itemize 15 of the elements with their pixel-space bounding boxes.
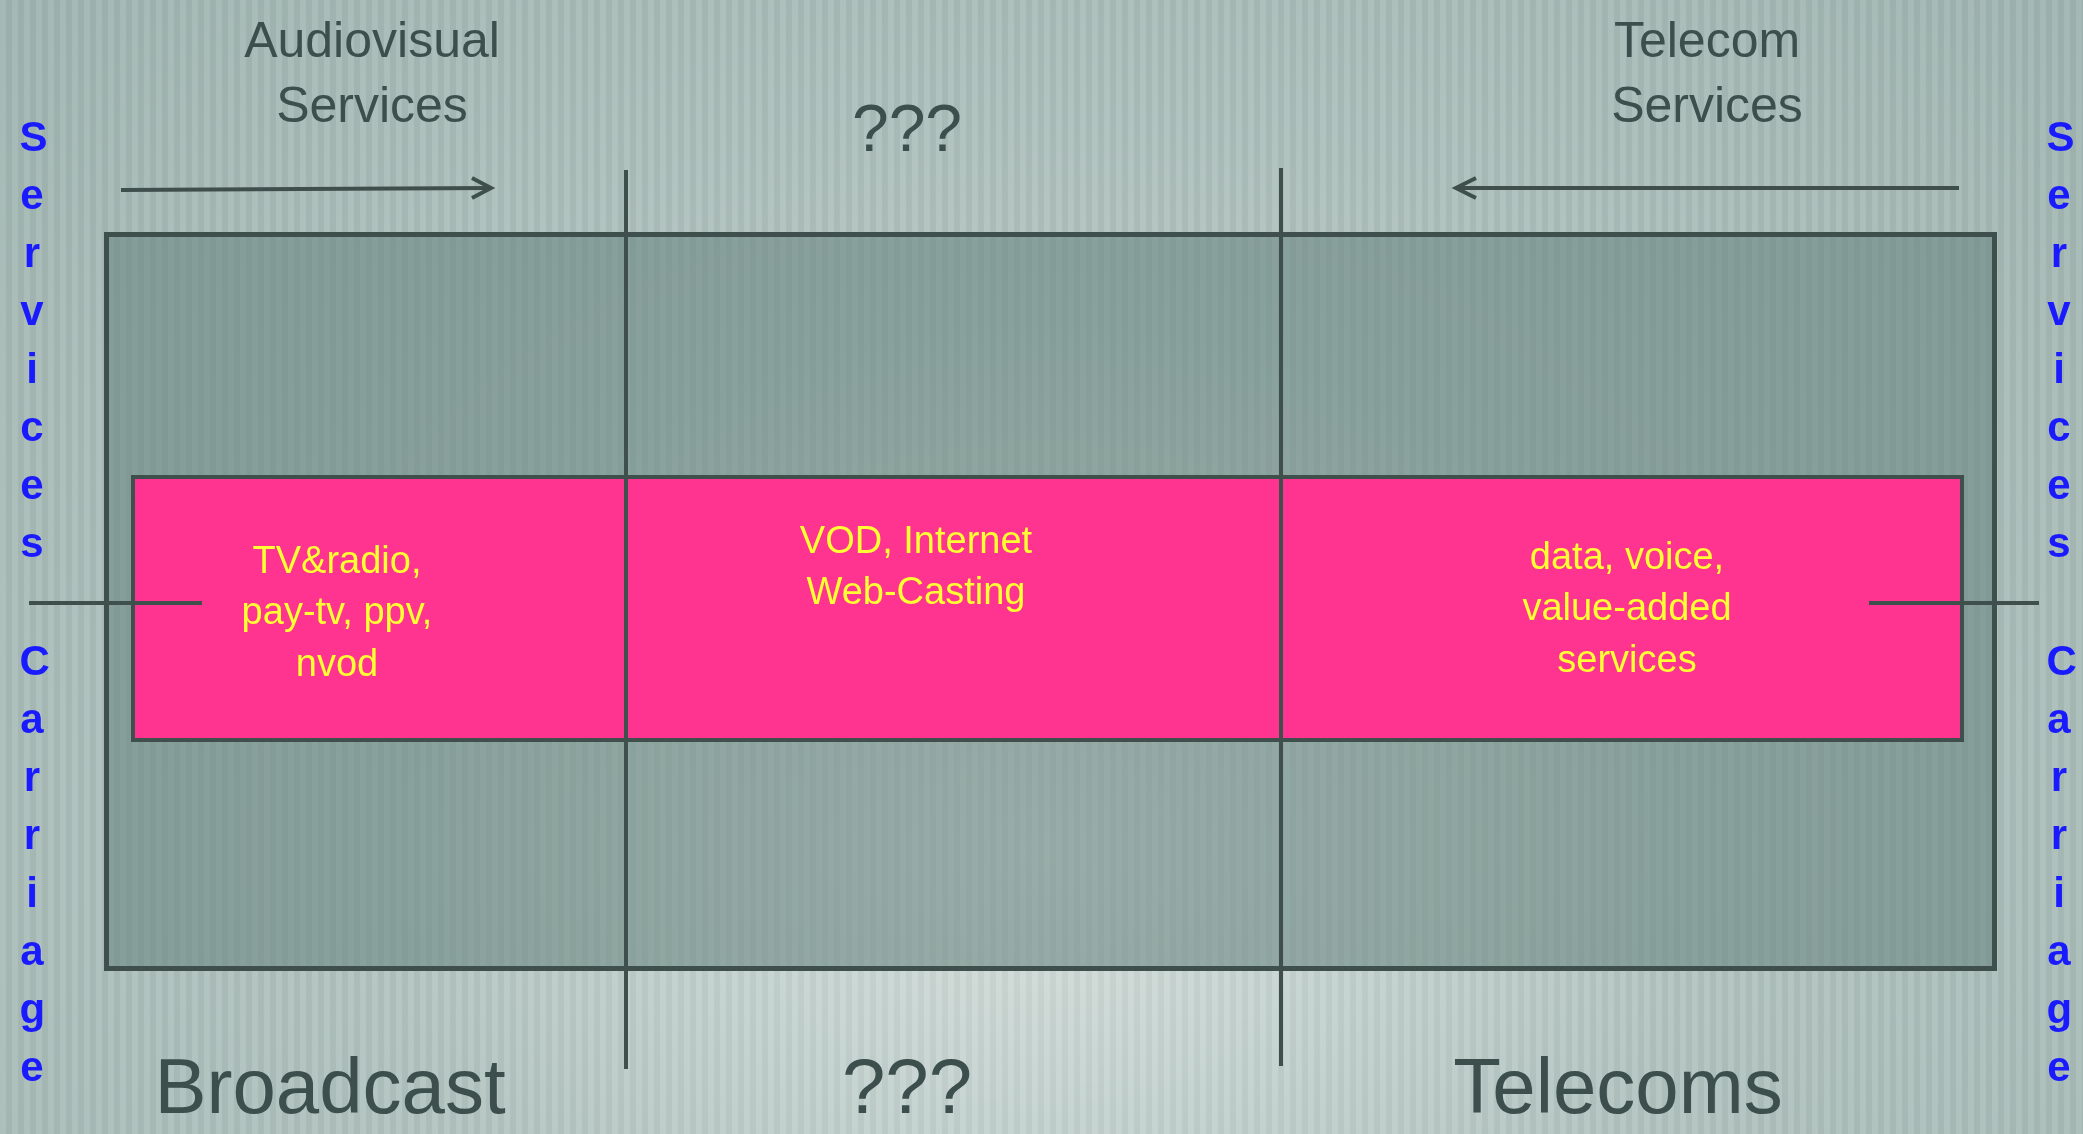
vertical-label: Services [18,112,49,568]
section-heading: Telecom Services [1610,11,1804,135]
column-heading: ??? [840,1041,974,1132]
outer-box [104,232,1997,971]
section-heading: Audiovisual Services [243,11,501,135]
service-text: data, voice, value-added services [1521,534,1733,682]
vertical-label: Carriage [2045,636,2076,1092]
service-text: VOD, Internet Web-Casting [798,518,1034,615]
column-heading: Telecoms [1452,1041,1784,1132]
vertical-label: Services [2045,112,2076,568]
service-text: TV&radio, pay-tv, ppv, nvod [240,538,434,686]
vertical-label: Carriage [18,636,49,1092]
service-band [131,475,1964,742]
column-heading: ??? [850,90,964,167]
column-heading: Broadcast [153,1041,507,1132]
